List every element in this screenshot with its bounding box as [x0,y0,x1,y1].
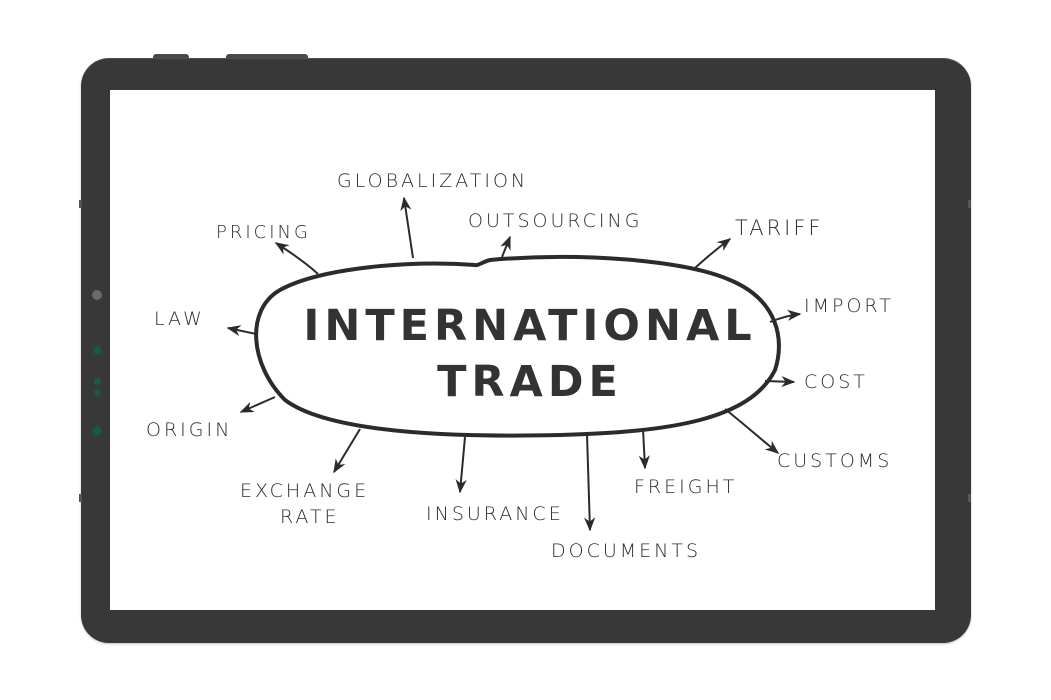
volume-button [226,54,308,58]
camera-lens-icon [92,345,103,356]
mind-map-arrows [226,196,802,532]
center-title-line2: TRADE [437,357,623,407]
branch-law: LAW [154,308,205,330]
side-nub [968,200,971,208]
branch-documents: DOCUMENTS [551,540,702,562]
center-title: INTERNATIONAL TRADE [280,298,780,410]
branch-tariff: TARIFF [735,216,824,240]
branch-globalization: GLOBALIZATION [337,170,529,192]
branch-exchange-rate: EXCHANGE [240,480,370,502]
branch-outsourcing: OUTSOURCING [468,210,643,232]
branch-cost: COST [804,371,868,393]
side-nub [968,494,971,502]
side-nub [79,200,82,208]
side-nub [79,494,82,502]
branch-insurance: INSURANCE [426,503,564,525]
branch-freight: FREIGHT [634,476,738,498]
branch-origin: ORIGIN [146,419,233,441]
branch-exchange-rate-line2: RATE [280,506,340,528]
center-title-line1: INTERNATIONAL [303,301,757,351]
branch-customs: CUSTOMS [777,450,893,472]
power-button [153,54,189,58]
center-ellipse [254,254,781,438]
light-sensor-icon [92,290,102,300]
sensor-dot-icon [94,378,101,385]
branch-pricing: PRICING [216,222,311,243]
branch-import: IMPORT [804,295,894,317]
camera-lens-icon [91,425,103,437]
sensor-dot-icon [94,389,101,396]
tablet-screen: INTERNATIONAL TRADE GLOBALIZATION OUTSOU… [110,90,935,610]
